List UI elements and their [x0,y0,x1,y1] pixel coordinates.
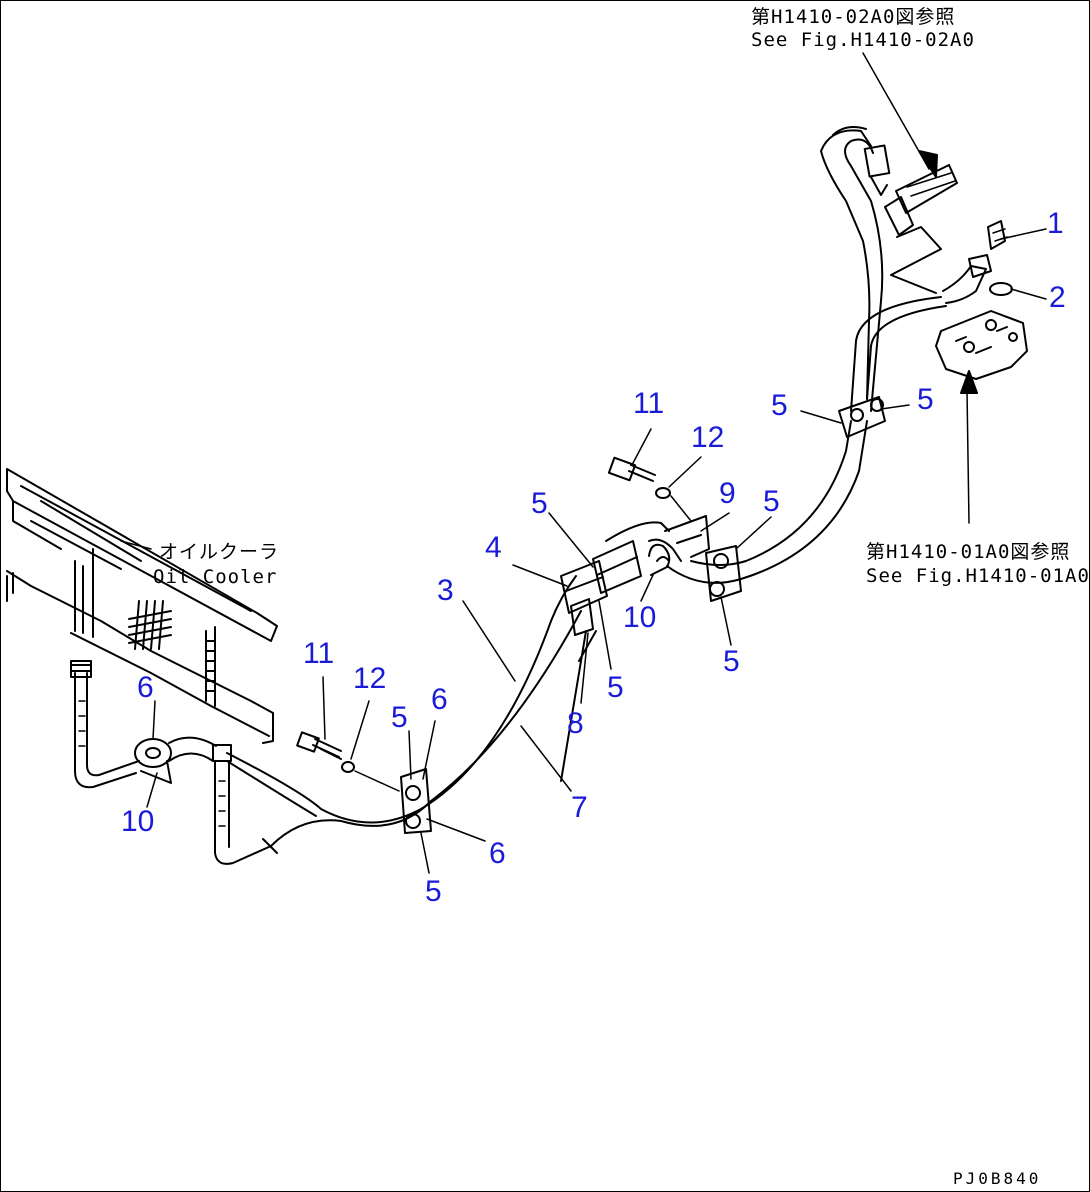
reference-arrows [862,52,978,524]
oil-cooler-label-jp: オイルクーラ [159,541,280,563]
top-reference-jp: 第H1410-02A0図参照 [751,6,956,28]
callout-5: 5 [917,383,934,416]
right-hose-drawing [740,126,947,580]
callout-3: 3 [437,574,454,607]
right-reference-en: See Fig.H1410-01A0 [866,565,1090,587]
top-reference-en: See Fig.H1410-02A0 [751,29,975,51]
right-reference-jp: 第H1410-01A0図参照 [866,541,1071,563]
callout-5: 5 [391,701,408,734]
callout-6: 6 [489,837,506,870]
callout-5: 5 [425,875,442,908]
callout-8: 8 [567,707,584,740]
oil-cooler-label-en: Oil Cooler [153,566,278,588]
callout-5: 5 [763,485,780,518]
callout-1: 1 [1047,207,1064,240]
callout-6: 6 [137,671,154,704]
callout-5: 5 [771,389,788,422]
leader-lines [146,228,1047,874]
right-clamps-drawing [666,545,747,602]
callout-10: 10 [121,805,155,838]
main-hose-drawing [212,575,582,865]
callout-11: 11 [633,387,665,420]
callout-2: 2 [1049,281,1066,314]
center-clamp-drawing [296,731,432,834]
callout-10: 10 [623,601,657,634]
callout-12: 12 [353,662,387,695]
callout-11: 11 [303,637,335,670]
left-pipe-drawing [70,660,217,789]
callout-5: 5 [723,645,740,678]
callout-9: 9 [719,477,736,510]
callout-5: 5 [531,487,548,520]
drawing-code: PJ0B840 [953,1169,1042,1188]
callout-7: 7 [571,791,588,824]
callout-6: 6 [431,683,448,716]
oil-cooler-drawing [6,468,278,744]
callout-5: 5 [607,671,624,704]
upper-right-fittings-drawing [884,164,1028,380]
upper-fittings-drawing [560,456,710,782]
callout-12: 12 [691,421,725,454]
callout-4: 4 [485,531,502,564]
